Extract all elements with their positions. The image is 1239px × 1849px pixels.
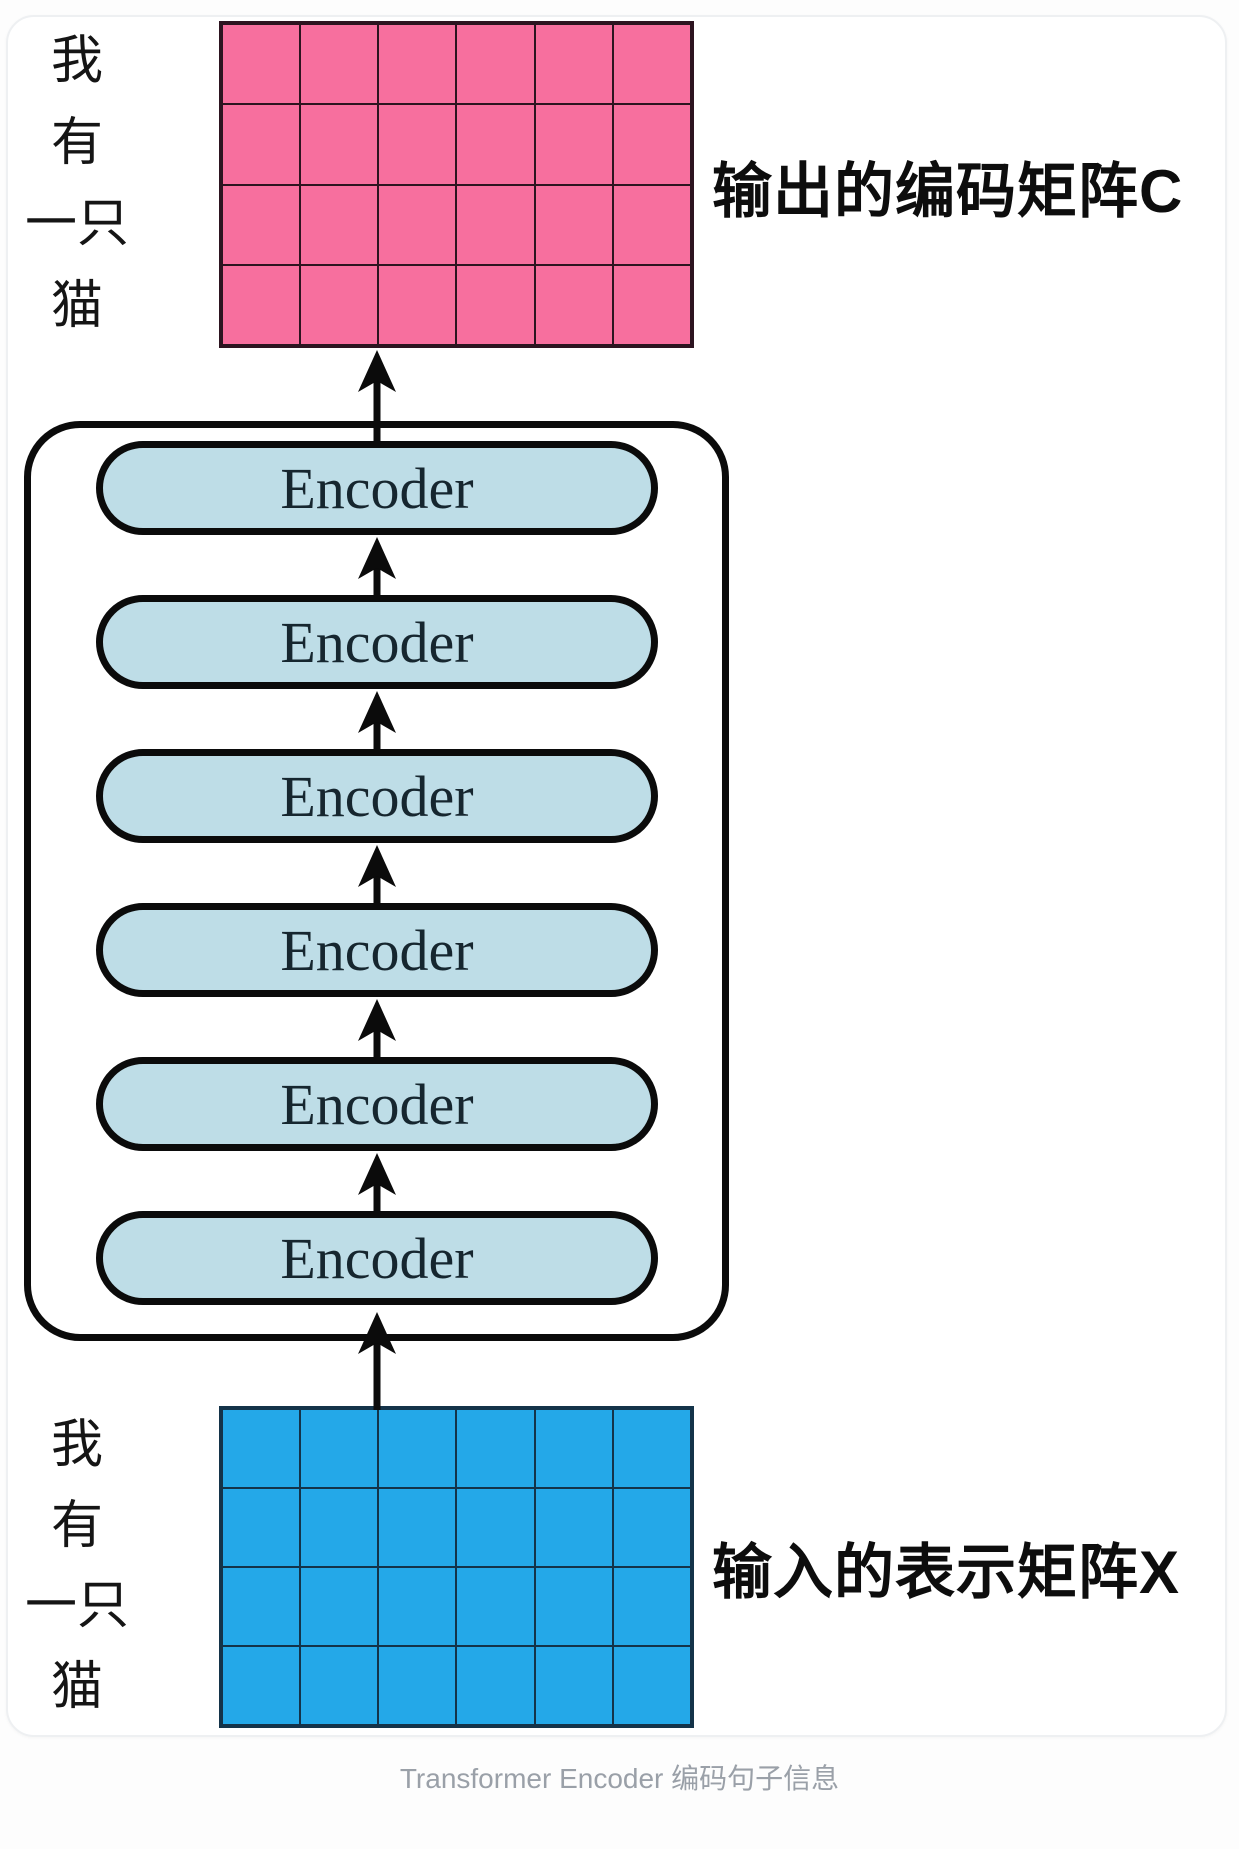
matrix-cell: [378, 1488, 457, 1567]
matrix-cell: [378, 104, 457, 185]
encoder-stack-box: [24, 421, 729, 1341]
matrix-cell: [456, 24, 535, 105]
input-matrix-label: 输入的表示矩阵X: [712, 1538, 1181, 1606]
matrix-cell: [300, 24, 379, 105]
matrix-cell: [300, 264, 379, 345]
encoder-block: Encoder: [96, 595, 658, 689]
matrix-cell: [456, 264, 535, 345]
matrix-cell: [300, 184, 379, 265]
matrix-cell: [222, 1567, 301, 1646]
encoder-block: Encoder: [96, 1211, 658, 1305]
matrix-cell: [534, 24, 613, 105]
matrix-cell: [222, 1488, 301, 1567]
output-matrix: [219, 21, 694, 348]
matrix-cell: [378, 24, 457, 105]
matrix-row-label: 我: [50, 32, 103, 90]
matrix-cell: [300, 1646, 379, 1725]
encoder-block: Encoder: [96, 1057, 658, 1151]
matrix-cell: [534, 1646, 613, 1725]
matrix-cell: [378, 1409, 457, 1488]
matrix-cell: [222, 1409, 301, 1488]
encoder-block: Encoder: [96, 749, 658, 843]
matrix-cell: [300, 1567, 379, 1646]
matrix-cell: [534, 104, 613, 185]
matrix-cell: [378, 1567, 457, 1646]
matrix-cell: [456, 1646, 535, 1725]
matrix-cell: [534, 264, 613, 345]
matrix-cell: [612, 264, 691, 345]
matrix-cell: [300, 1409, 379, 1488]
matrix-row-label: 猫: [50, 1658, 103, 1716]
matrix-cell: [456, 104, 535, 185]
encoder-block: Encoder: [96, 903, 658, 997]
matrix-cell: [534, 1488, 613, 1567]
matrix-cell: [456, 1409, 535, 1488]
matrix-row-label: 有: [50, 1497, 103, 1555]
matrix-row-label: 猫: [50, 278, 103, 336]
matrix-cell: [612, 1646, 691, 1725]
matrix-cell: [612, 1567, 691, 1646]
matrix-cell: [612, 1488, 691, 1567]
matrix-cell: [378, 1646, 457, 1725]
matrix-cell: [612, 104, 691, 185]
matrix-cell: [378, 184, 457, 265]
matrix-cell: [612, 184, 691, 265]
matrix-cell: [222, 104, 301, 185]
matrix-cell: [222, 264, 301, 345]
matrix-cell: [300, 1488, 379, 1567]
output-matrix-label: 输出的编码矩阵C: [712, 157, 1184, 225]
matrix-cell: [456, 1488, 535, 1567]
matrix-cell: [222, 1646, 301, 1725]
matrix-row-label: 我: [50, 1417, 103, 1475]
matrix-cell: [534, 184, 613, 265]
matrix-row-label: 一只: [24, 1578, 129, 1636]
matrix-cell: [222, 24, 301, 105]
figure-caption: Transformer Encoder 编码句子信息: [399, 1763, 840, 1794]
matrix-cell: [456, 184, 535, 265]
matrix-cell: [222, 184, 301, 265]
matrix-cell: [612, 24, 691, 105]
matrix-row-label: 一只: [24, 196, 129, 254]
matrix-cell: [300, 104, 379, 185]
matrix-cell: [378, 264, 457, 345]
input-matrix: [219, 1406, 694, 1728]
matrix-row-label: 有: [50, 114, 103, 172]
encoder-block: Encoder: [96, 441, 658, 535]
matrix-cell: [534, 1567, 613, 1646]
matrix-cell: [612, 1409, 691, 1488]
matrix-cell: [456, 1567, 535, 1646]
matrix-cell: [534, 1409, 613, 1488]
